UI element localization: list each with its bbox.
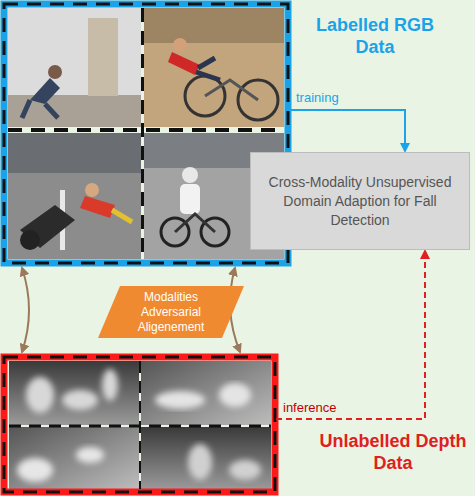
blue-frame <box>4 4 288 263</box>
frame-heading: Unlabelled Depth Data <box>318 430 468 474</box>
parallelogram-fill <box>98 286 244 338</box>
shape-text: Modalities Adversarial Aligenement <box>124 290 218 335</box>
photo-separator <box>141 8 144 259</box>
red-frame <box>4 357 275 492</box>
red-frame-dashes <box>4 357 275 492</box>
connector <box>22 268 29 352</box>
rgb-photos <box>8 8 284 259</box>
box-text: Cross-Modality Unsupervised Domain Adapt… <box>265 173 455 230</box>
parallelogram-box: Modalities Adversarial Aligenement <box>98 286 244 338</box>
edge-label: training <box>294 90 341 105</box>
connector <box>276 251 425 419</box>
depth-separator <box>9 425 271 428</box>
depth-data-frame: Unlabelled Depth Data <box>3 355 276 493</box>
blue-frame-dashes <box>4 4 288 263</box>
process-box: Cross-Modality Unsupervised Domain Adapt… <box>250 152 470 250</box>
photo-separator <box>8 128 284 132</box>
edge-label: inference <box>281 400 338 415</box>
frame-heading: Labelled RGB Data <box>295 14 455 58</box>
connector <box>289 110 405 151</box>
rgb-data-frame: Labelled RGB Data <box>3 3 289 264</box>
depth-images <box>9 361 271 489</box>
